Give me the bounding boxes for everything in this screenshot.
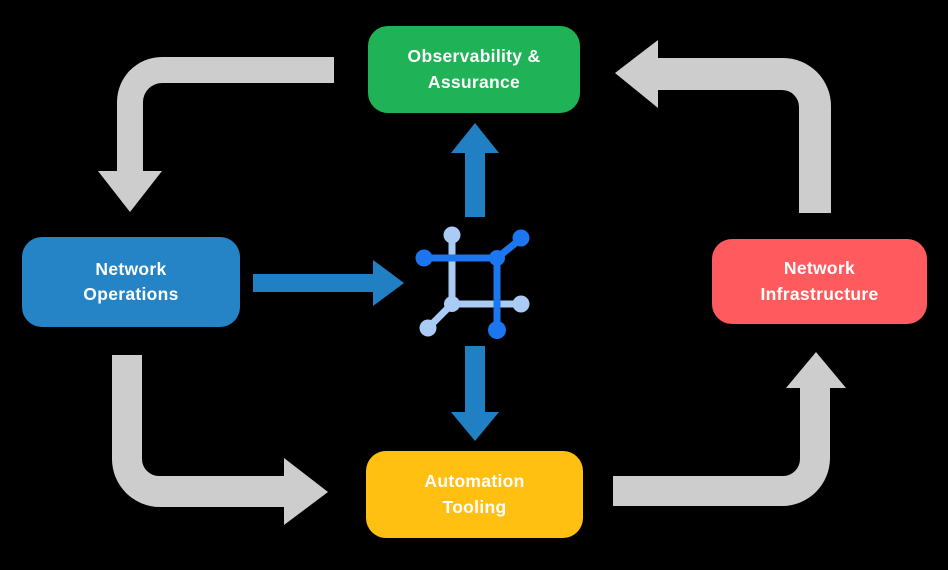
arrow-infrastructure-to-observability (615, 40, 831, 213)
network-automation-icon (415, 226, 530, 339)
arrow-operations-to-automation (112, 355, 328, 525)
node-operations-label: Network Operations (83, 258, 179, 304)
icon-light-diagonal-node (419, 319, 437, 337)
icon-light-top-node (443, 226, 461, 244)
icon-light-corner-node (444, 296, 460, 312)
node-automation-label: Automation Tooling (424, 471, 525, 517)
icon-dark-left-node (415, 249, 433, 267)
icon-dark-diagonal-node (512, 229, 530, 247)
node-infrastructure-label: Network Infrastructure (760, 258, 879, 304)
icon-dark-bottom-node (488, 321, 506, 339)
arrow-automation-to-infrastructure (613, 352, 846, 506)
node-observability-assurance: Observability & Assurance (368, 26, 580, 113)
node-network-operations: Network Operations (22, 237, 240, 327)
node-network-infrastructure: Network Infrastructure (712, 239, 927, 324)
arrow-center-to-observability (451, 123, 499, 217)
arrow-observability-to-operations (98, 57, 334, 212)
icon-light-right-node (512, 295, 530, 313)
arrow-center-to-automation (451, 346, 499, 441)
node-observability-label: Observability & Assurance (407, 46, 541, 92)
icon-dark-corner-node (489, 250, 505, 266)
arrow-operations-to-center (253, 260, 404, 306)
node-automation-tooling: Automation Tooling (366, 451, 583, 538)
